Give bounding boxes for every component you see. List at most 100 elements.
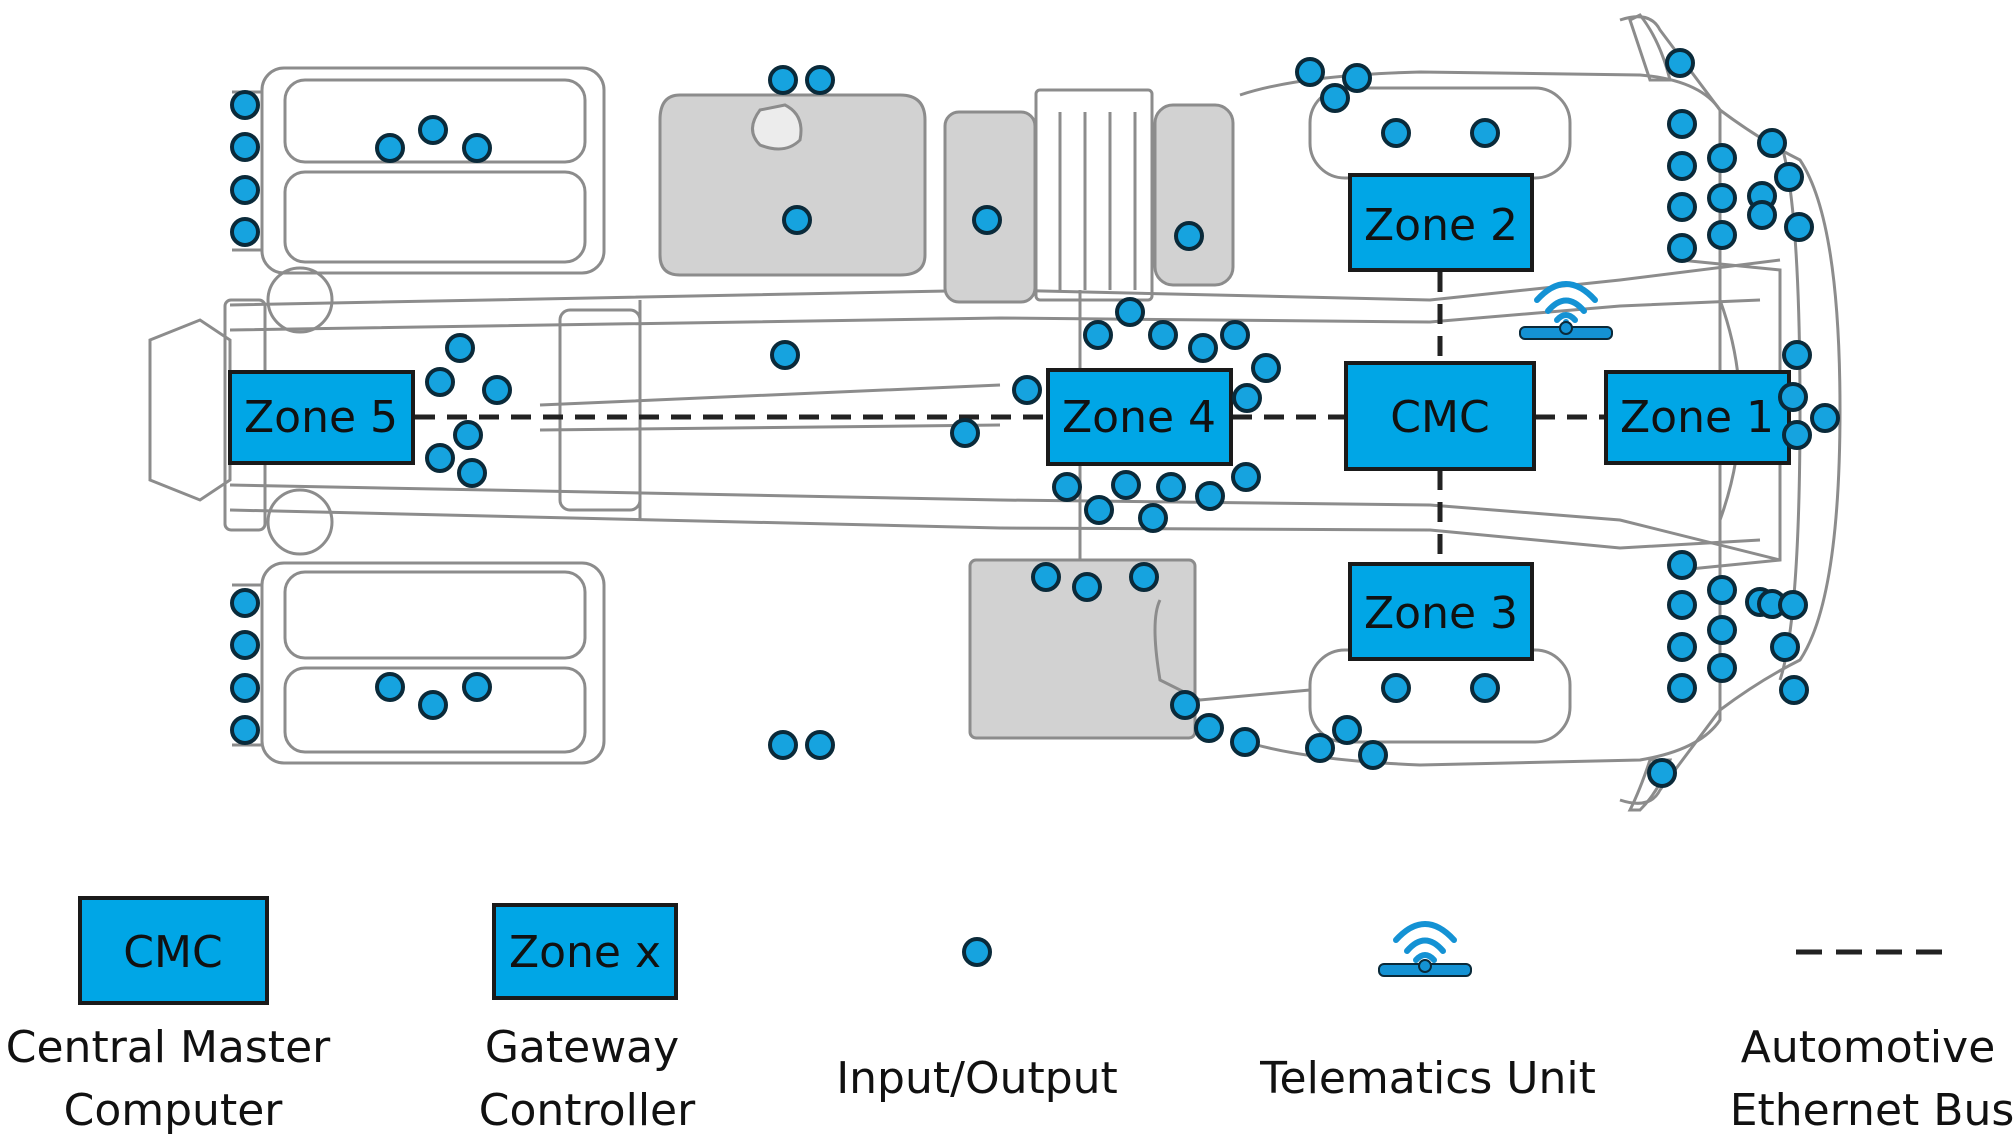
io-dot-icon [1667,192,1697,222]
zone5-label: Zone 5 [244,392,398,443]
io-dot-icon [1129,562,1159,592]
io-dot-icon [1782,340,1812,370]
io-dot-icon [1667,673,1697,703]
io-dot-icon [1667,590,1697,620]
right-mirror [1627,758,1673,812]
io-dot-icon [1707,653,1737,683]
io-dot-icon [1707,615,1737,645]
legend-bus-line1: Automotive [1741,1022,1996,1073]
io-dot-icon [1667,632,1697,662]
battery-box [968,558,1197,740]
legend-zone-line2: Controller [479,1085,696,1136]
io-dot-icon [462,133,492,163]
io-dot-icon [1470,673,1500,703]
io-dot-icon [1707,575,1737,605]
io-dot-icon [230,715,260,745]
io-dot-icon [1194,713,1224,743]
io-dot-icon [770,340,800,370]
drive-shaft [539,383,1001,432]
io-dot-icon [1220,320,1250,350]
io-dot-icon [1230,727,1260,757]
io-dot-icon [418,690,448,720]
io-dot-icon [1332,715,1362,745]
zone1-box: Zone 1 [1604,370,1791,465]
io-dot-icon [1647,758,1677,788]
zone1-label: Zone 1 [1620,392,1774,443]
io-dot-icon [457,458,487,488]
io-dot-icon [1156,472,1186,502]
io-dot-icon [1778,382,1808,412]
io-dot-icon [445,333,475,363]
rear-hitch [148,318,232,502]
zone2-box: Zone 2 [1348,173,1534,272]
legend-zone: Zone x Gateway Controller [479,903,696,1136]
io-dot-icon [375,133,405,163]
io-dot-icon [768,65,798,95]
cmc-box: CMC [1344,361,1536,471]
io-dot-icon [1770,632,1800,662]
legend-io: Input/Output [836,937,1118,1104]
io-dot-icon [1195,481,1225,511]
io-dot-icon [1782,420,1812,450]
io-dot-icon [805,730,835,760]
legend: CMC Central Master Computer Zone x Gatew… [6,896,2013,1136]
io-dot-icon [1358,740,1388,770]
io-dot-icon [418,115,448,145]
zone4-label: Zone 4 [1062,392,1216,443]
zone3-label: Zone 3 [1364,588,1518,639]
io-dot-icon [1707,183,1737,213]
io-dot-icon [1470,118,1500,148]
air-tank [1153,103,1235,287]
zone3-box: Zone 3 [1348,562,1534,661]
io-dot-icon [230,217,260,247]
left-mirror [1628,13,1672,82]
cmc-label: CMC [1390,392,1489,443]
io-dot-icon [1381,673,1411,703]
io-dot-icon [950,418,980,448]
legend-bus-line2: Ethernet Bus [1730,1085,2013,1136]
io-dot-icon [1707,220,1737,250]
io-dot-icon [1072,572,1102,602]
io-dot-icon [1778,590,1808,620]
legend-cmc-line1: Central Master [6,1022,331,1073]
zone2-label: Zone 2 [1364,200,1518,251]
io-dot-icon [1170,690,1200,720]
io-dot-icon [462,672,492,702]
io-dot-icon [1111,470,1141,500]
io-dot-icon [1665,48,1695,78]
io-dot-icon [375,672,405,702]
io-dot-icon [1052,472,1082,502]
io-dot-icon [768,730,798,760]
io-dot-icon [1148,320,1178,350]
fuel-tank [658,93,927,277]
io-dot-icon [805,65,835,95]
rear-left-tires [232,66,606,275]
legend-cmc: CMC Central Master Computer [6,896,331,1136]
io-dot-icon [1810,403,1840,433]
io-dot-icon [1707,143,1737,173]
io-dot-icon [230,90,260,120]
io-dot-icon [972,205,1002,235]
legend-io-label: Input/Output [836,1053,1118,1104]
wifi-antenna-icon [1519,281,1613,340]
io-dot-icon [1667,233,1697,263]
legend-zone-box-label: Zone x [509,927,661,978]
io-dot-icon [453,420,483,450]
io-dot-icon [482,375,512,405]
io-dot-icon [230,175,260,205]
legend-telematics-label: Telematics Unit [1259,1053,1596,1104]
io-dot-icon [1779,675,1809,705]
io-dot-icon [1774,162,1804,192]
io-dot-icon [1031,562,1061,592]
io-dot-icon [1174,221,1204,251]
io-dot-icon [1188,333,1218,363]
legend-bus: Automotive Ethernet Bus [1730,949,2013,1136]
io-dot-icon [1320,83,1350,113]
io-dot-icon [1305,733,1335,763]
io-dot-icon [425,443,455,473]
io-dot-icon [782,205,812,235]
legend-cmc-box-label: CMC [123,927,222,978]
wifi-antenna-icon [1378,921,1472,977]
io-dot-icon [1667,109,1697,139]
